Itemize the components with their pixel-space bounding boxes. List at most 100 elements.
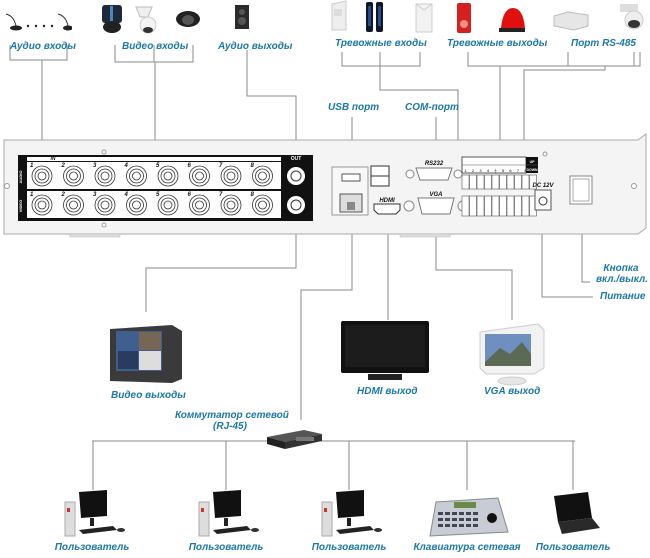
audio-input-jack bbox=[255, 168, 270, 184]
microphone-icon bbox=[4, 12, 73, 32]
hdmi-port bbox=[373, 203, 401, 215]
label-rs485-port: Порт RS-485 bbox=[571, 38, 636, 49]
client-4: Клавиатура сетевая bbox=[413, 488, 521, 558]
terminal-number: ⏚ bbox=[531, 167, 535, 173]
usb-port bbox=[341, 173, 361, 182]
terminal-screw bbox=[476, 174, 485, 190]
video-input-jack bbox=[192, 197, 207, 213]
audio-input-jack bbox=[66, 168, 81, 184]
up-label: UP bbox=[530, 160, 536, 164]
label-video-inputs: Видео входы bbox=[122, 41, 189, 52]
client-label: Пользователь bbox=[535, 542, 611, 553]
terminal-screw bbox=[506, 195, 515, 217]
label-power-button-line2: вкл./выкл. bbox=[596, 274, 649, 285]
terminal-screw bbox=[506, 174, 515, 190]
vga-monitor-icon bbox=[478, 322, 546, 386]
line-vga bbox=[435, 213, 513, 320]
label-video-out: Видео выходы bbox=[111, 390, 186, 401]
audio-input-jack bbox=[129, 168, 144, 184]
terminal-screw bbox=[529, 174, 537, 190]
speaker-icon bbox=[234, 4, 250, 30]
channel-number: 2 bbox=[61, 163, 66, 169]
client-1: Пользователь bbox=[47, 488, 137, 558]
video-input-jack bbox=[195, 200, 204, 210]
label-hdmi-out: HDMI выход bbox=[357, 386, 418, 397]
video-input-jack bbox=[69, 200, 78, 210]
video-input-jack bbox=[223, 197, 239, 213]
terminal-screw bbox=[461, 174, 470, 190]
terminal-screw bbox=[521, 195, 530, 217]
channel-number: 7 bbox=[219, 192, 223, 198]
hdmi-label: HDMI bbox=[379, 198, 395, 204]
vga-label: VGA bbox=[429, 192, 442, 198]
audio-out-jack bbox=[285, 165, 307, 187]
terminal-number: 6 bbox=[509, 168, 512, 173]
ptz-keyboard-icon bbox=[429, 497, 509, 537]
client-5: Пользователь bbox=[528, 488, 618, 558]
video-out-jack bbox=[285, 194, 307, 216]
vga-port bbox=[417, 197, 455, 215]
channel-number: 8 bbox=[251, 192, 255, 198]
video-input-jack bbox=[129, 197, 144, 213]
video-input-jack bbox=[97, 197, 113, 213]
video-input-jack bbox=[255, 197, 270, 213]
channel-number: 1 bbox=[30, 163, 34, 169]
channel-number: 4 bbox=[124, 192, 129, 198]
rs232-port bbox=[415, 167, 453, 181]
label-com-port: COM-порт bbox=[405, 102, 459, 113]
terminal-number: 2 bbox=[472, 168, 475, 173]
terminal-screw bbox=[461, 195, 470, 217]
bracket-alarm-outputs bbox=[467, 52, 635, 67]
label-audio-inputs: Аудио входы bbox=[10, 41, 76, 52]
video-input-jack bbox=[100, 200, 110, 210]
video-input-jack bbox=[226, 200, 236, 210]
line-power bbox=[541, 218, 593, 298]
line-rs485 bbox=[523, 52, 641, 180]
label-power-button-line1: Кнопка bbox=[603, 263, 639, 274]
label-power: Питание bbox=[600, 291, 646, 302]
channel-number: 5 bbox=[156, 192, 160, 198]
label-network-switch-line2: (RJ-45) bbox=[213, 421, 247, 432]
terminal-screw bbox=[499, 174, 507, 190]
terminal-screw bbox=[491, 174, 500, 190]
desktop-pc-icon bbox=[64, 490, 125, 537]
connector-lines bbox=[9, 45, 641, 490]
terminal-number: 3 bbox=[479, 168, 482, 173]
terminal-number: 5 bbox=[502, 168, 505, 173]
audio-input-jack bbox=[226, 171, 236, 181]
audio-input-jack bbox=[192, 168, 207, 184]
audio-input-jack bbox=[160, 168, 176, 184]
channel-number: 3 bbox=[93, 163, 97, 169]
in-header: IN bbox=[51, 156, 56, 162]
terminal-number: 7 bbox=[517, 168, 520, 173]
video-input-jack bbox=[34, 197, 50, 213]
label-alarm-inputs: Тревожные входы bbox=[335, 38, 427, 49]
audio-input-jack bbox=[132, 171, 141, 181]
label-usb-port: USB порт bbox=[328, 102, 380, 113]
audio-input-jack bbox=[34, 168, 50, 184]
rs485-devices-icon bbox=[550, 2, 646, 34]
terminal-screw bbox=[499, 195, 507, 217]
channel-number: 6 bbox=[188, 163, 192, 169]
video-input-jack bbox=[132, 200, 141, 210]
channel-number: 3 bbox=[93, 192, 97, 198]
line-video-out bbox=[145, 218, 297, 312]
network-switch-icon bbox=[267, 430, 322, 449]
alarm-sensors-icon bbox=[330, 0, 435, 34]
channel-number: 7 bbox=[219, 163, 223, 169]
crt-monitor-icon bbox=[110, 325, 182, 383]
desktop-pc-icon bbox=[198, 490, 259, 537]
power-switch bbox=[569, 175, 593, 205]
label-vga-out: VGA выход bbox=[484, 386, 541, 397]
terminal-screw bbox=[476, 195, 485, 217]
terminal-number: 4 bbox=[487, 168, 490, 173]
channel-number: 8 bbox=[251, 163, 255, 169]
label-network-switch: Коммутатор сетевой (RJ-45) bbox=[175, 410, 289, 432]
client-label: Клавиатура сетевая bbox=[413, 542, 521, 553]
terminal-screw bbox=[491, 195, 500, 217]
audio-input-jack bbox=[37, 171, 47, 181]
audio-input-jack bbox=[223, 168, 239, 184]
